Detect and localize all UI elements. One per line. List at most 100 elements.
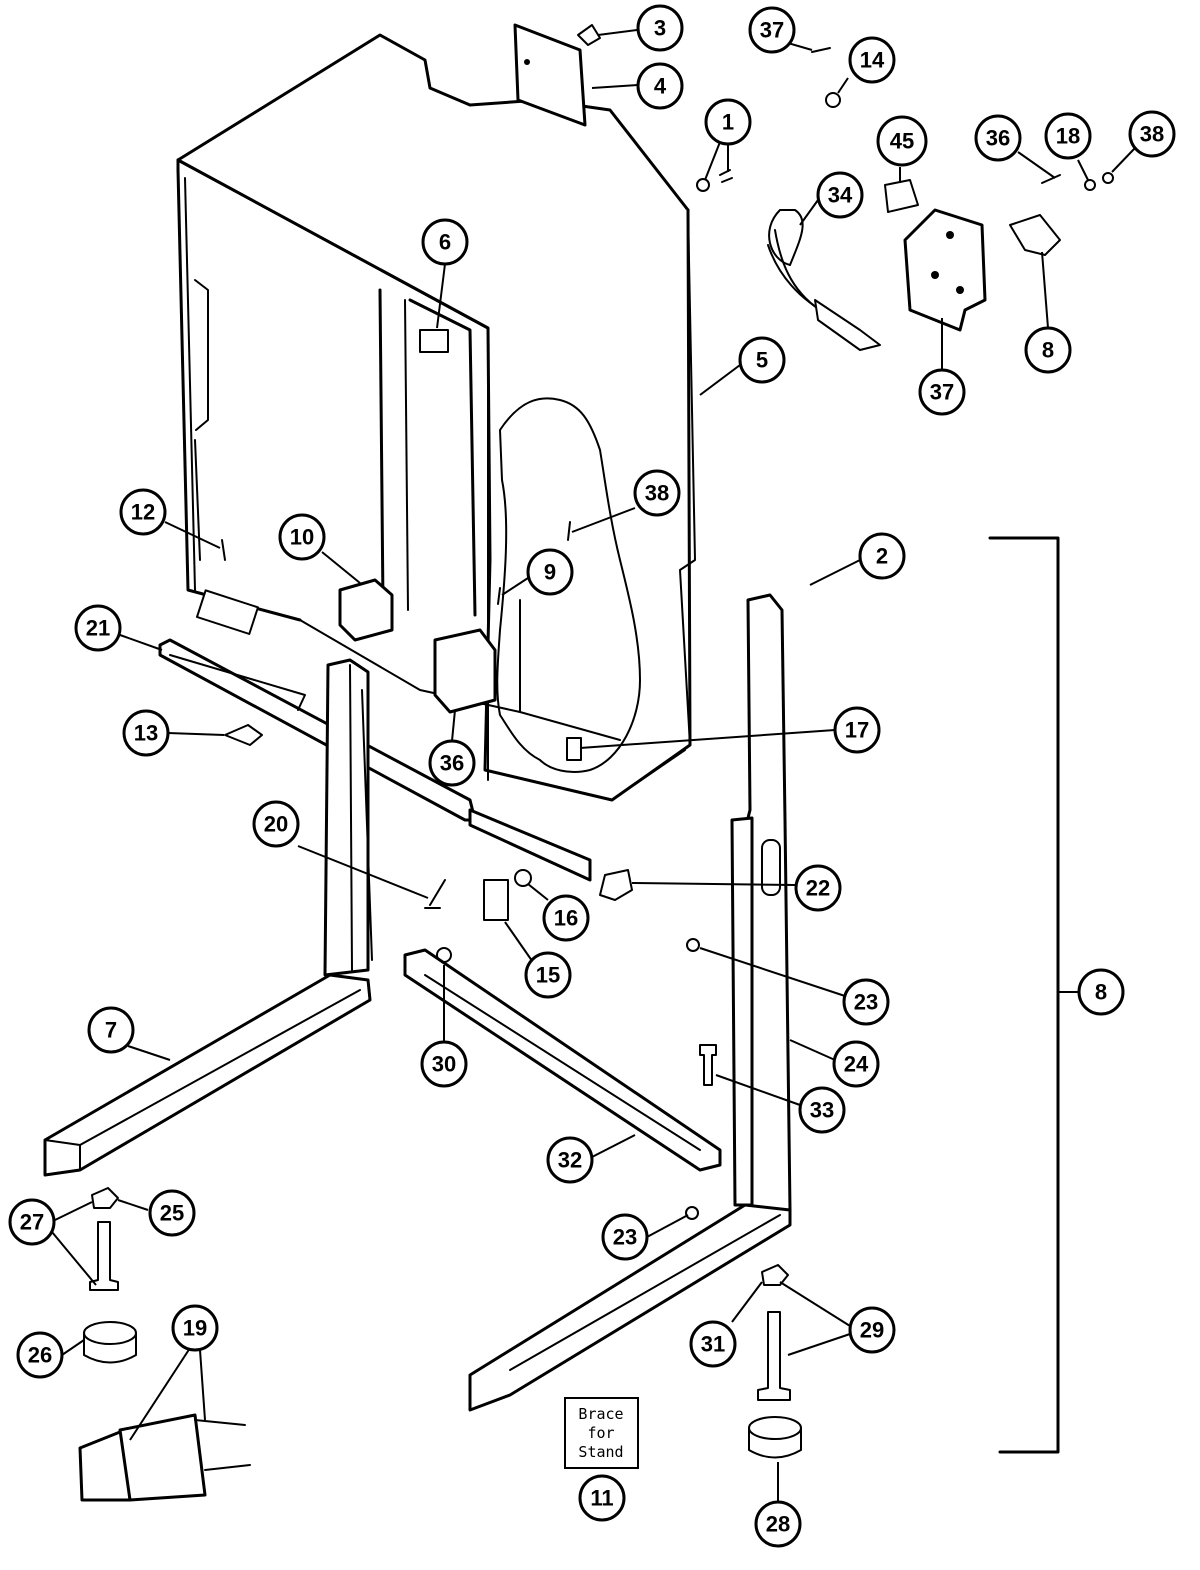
- callout-4: 4: [636, 62, 684, 110]
- svg-text:15: 15: [536, 963, 560, 988]
- screw: [424, 879, 446, 909]
- svg-text:2: 2: [876, 544, 888, 569]
- callout-13: 13: [122, 709, 170, 757]
- callout-12: 12: [119, 488, 167, 536]
- callout-21: 21: [74, 604, 122, 652]
- callout-9: 9: [526, 548, 574, 596]
- screw: [577, 24, 601, 46]
- svg-text:21: 21: [86, 616, 110, 641]
- svg-text:32: 32: [558, 1148, 582, 1173]
- latch-part: [1009, 214, 1061, 256]
- callout-25: 25: [148, 1189, 196, 1237]
- svg-text:5: 5: [756, 348, 768, 373]
- leveler-bolt: [89, 1221, 119, 1291]
- callout-2: 2: [858, 532, 906, 580]
- svg-text:34: 34: [828, 183, 853, 208]
- svg-text:19: 19: [183, 1316, 207, 1341]
- svg-text:36: 36: [440, 751, 464, 776]
- leader-lines: [51, 29, 1136, 1502]
- relay-box: [338, 578, 394, 642]
- svg-text:23: 23: [613, 1225, 637, 1250]
- svg-text:36: 36: [986, 126, 1010, 151]
- callout-33: 33: [798, 1086, 846, 1134]
- callout-17: 17: [833, 706, 881, 754]
- svg-text:8: 8: [1095, 980, 1107, 1005]
- callout-37: 37: [918, 368, 966, 416]
- svg-text:26: 26: [28, 1343, 52, 1368]
- svg-text:9: 9: [544, 560, 556, 585]
- bolt: [699, 1044, 717, 1086]
- leveler-cup: [748, 1416, 802, 1440]
- callout-20: 20: [252, 800, 300, 848]
- svg-text:7: 7: [105, 1018, 117, 1043]
- leveler-nut: [761, 1264, 789, 1286]
- svg-text:10: 10: [290, 525, 314, 550]
- callout-45: 45: [876, 115, 928, 167]
- svg-text:11: 11: [590, 1486, 613, 1511]
- svg-text:1: 1: [722, 110, 734, 135]
- svg-text:27: 27: [20, 1210, 44, 1235]
- callout-30: 30: [420, 1040, 468, 1088]
- callout-27: 27: [8, 1198, 56, 1246]
- callout-26: 26: [16, 1331, 64, 1379]
- callout-22: 22: [794, 864, 842, 912]
- callout-11: 11: [578, 1474, 626, 1522]
- callout-32: 32: [546, 1136, 594, 1184]
- callout-29: 29: [848, 1306, 896, 1354]
- callout-19: 19: [171, 1304, 219, 1352]
- callout-7: 7: [87, 1006, 135, 1054]
- svg-text:38: 38: [645, 481, 669, 506]
- callout-16: 16: [542, 894, 590, 942]
- svg-text:18: 18: [1056, 124, 1080, 149]
- svg-text:28: 28: [766, 1512, 790, 1537]
- callout-31: 31: [689, 1320, 737, 1368]
- callout-23: 23: [601, 1213, 649, 1261]
- callout-37: 37: [748, 6, 796, 54]
- callout-5: 5: [738, 336, 786, 384]
- callout-14: 14: [848, 36, 896, 84]
- brace-label-line-1: Brace: [578, 1405, 623, 1423]
- svg-text:31: 31: [701, 1332, 725, 1357]
- svg-text:16: 16: [554, 906, 578, 931]
- svg-text:14: 14: [860, 48, 885, 73]
- callout-8: 8: [1077, 968, 1125, 1016]
- svg-text:4: 4: [654, 74, 667, 99]
- clip: [483, 879, 509, 921]
- callout-36: 36: [974, 114, 1022, 162]
- callout-38: 38: [633, 469, 681, 517]
- svg-text:12: 12: [131, 500, 155, 525]
- callout-3: 3: [636, 4, 684, 52]
- cross-rail: [403, 948, 722, 1172]
- bracket-clip: [599, 869, 633, 901]
- svg-text:17: 17: [845, 718, 869, 743]
- svg-text:6: 6: [439, 230, 451, 255]
- svg-text:37: 37: [930, 380, 954, 405]
- callout-24: 24: [832, 1040, 880, 1088]
- svg-text:24: 24: [844, 1052, 869, 1077]
- callout-36: 36: [428, 739, 476, 787]
- svg-text:33: 33: [810, 1098, 834, 1123]
- callout-38: 38: [1128, 110, 1176, 158]
- wire-connector: [78, 1413, 251, 1502]
- svg-text:30: 30: [432, 1052, 456, 1077]
- group-bracket: [988, 536, 1060, 1454]
- callout-18: 18: [1044, 112, 1092, 160]
- pad: [224, 724, 263, 746]
- svg-text:13: 13: [134, 721, 158, 746]
- callout-15: 15: [524, 951, 572, 999]
- left-stand-leg: [43, 658, 373, 1177]
- brace-label-line-3: Stand: [578, 1443, 623, 1461]
- svg-text:22: 22: [806, 876, 830, 901]
- cover-plate: [513, 23, 587, 127]
- brace-label-line-2: for: [587, 1424, 614, 1442]
- callout-23: 23: [842, 978, 890, 1026]
- svg-text:23: 23: [854, 990, 878, 1015]
- leveler-cup: [83, 1321, 137, 1345]
- svg-text:38: 38: [1140, 122, 1164, 147]
- power-cord: [767, 209, 881, 351]
- callout-1: 1: [704, 98, 752, 146]
- right-stand-leg: [468, 593, 792, 1412]
- callout-8: 8: [1024, 326, 1072, 374]
- brace-for-stand-label: Brace for Stand: [564, 1397, 639, 1469]
